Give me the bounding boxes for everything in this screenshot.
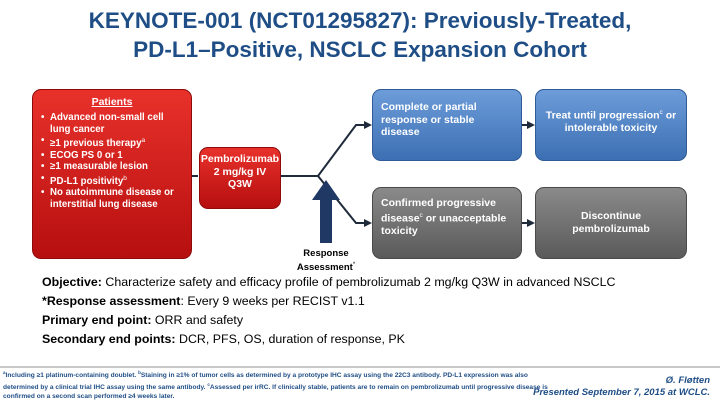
treat-text-tail: or intolerable toxicity xyxy=(564,109,677,135)
branch-to-response-arrow xyxy=(281,121,372,177)
summary-objective: Objective: Characterize safety and effic… xyxy=(42,275,616,289)
summary-primary-endpoint: Primary end point: ORR and safety xyxy=(42,313,244,327)
footer-divider xyxy=(0,366,720,368)
treat-footnote-mark: c xyxy=(659,109,663,116)
patients-box: Patients Advanced non-small cell lung ca… xyxy=(32,89,192,259)
treatment-schedule: Q3W xyxy=(228,178,252,190)
criterion-pdl1-positivity: PD-L1 positivityb xyxy=(39,173,185,188)
response-assessment-label: Response Assessment* xyxy=(286,248,366,273)
assessment-line-2: Assessment xyxy=(296,261,353,273)
study-summary: Objective: Characterize safety and effic… xyxy=(42,273,712,349)
treatment-dose: 2 mg/kg IV xyxy=(213,165,267,178)
assessment-line-1: Response xyxy=(303,248,349,259)
treat-until-progression-box: Treat until progressionc or intolerable … xyxy=(535,89,687,161)
criterion-no-autoimmune: No autoimmune disease or interstitial lu… xyxy=(39,187,185,210)
summary-secondary-endpoints: Secondary end points: DCR, PFS, OS, dura… xyxy=(42,332,405,346)
response-outcome-text: Complete or partial response or stable d… xyxy=(381,101,477,138)
response-assessment-arrow xyxy=(312,180,340,243)
patients-criteria-list: Advanced non-small cell lung cancer ≥1 p… xyxy=(39,112,185,210)
slide-title: KEYNOTE-001 (NCT01295827): Previously-Tr… xyxy=(0,6,720,64)
criterion-previous-therapy: ≥1 previous therapya xyxy=(39,135,185,150)
discontinue-box: Discontinue pembrolizumab xyxy=(535,187,687,259)
footnotes: aIncluding ≥1 platinum-containing double… xyxy=(3,370,548,400)
discontinue-text: Discontinue pembrolizumab xyxy=(572,210,650,235)
progression-text: Confirmed progressive disease xyxy=(381,197,496,224)
response-outcome-box: Complete or partial response or stable d… xyxy=(372,89,522,161)
title-line-2: PD-L1–Positive, NSCLC Expansion Cohort xyxy=(133,37,587,62)
criterion-advanced-nsclc: Advanced non-small cell lung cancer xyxy=(39,112,185,135)
presenter-credit: Ø. Fløtten Presented September 7, 2015 a… xyxy=(533,375,710,398)
criterion-ecog: ECOG PS 0 or 1 xyxy=(39,150,185,162)
progression-text-tail: or unacceptable toxicity xyxy=(381,212,507,237)
patients-header: Patients xyxy=(91,96,133,108)
author-name: Ø. Fløtten xyxy=(665,375,710,386)
treatment-drug: Pembrolizumab xyxy=(200,153,280,165)
presentation-date: Presented September 7, 2015 at WCLC. xyxy=(533,386,710,398)
treatment-box: Pembrolizumab 2 mg/kg IV Q3W xyxy=(199,147,281,209)
progression-outcome-box: Confirmed progressive diseasec or unacce… xyxy=(372,187,522,259)
treat-text: Treat until progression xyxy=(545,109,660,122)
summary-response-assessment: *Response assessment: Every 9 weeks per … xyxy=(42,294,365,308)
assessment-footnote-mark: * xyxy=(352,261,356,268)
criterion-measurable-lesion: ≥1 measurable lesion xyxy=(39,161,185,173)
title-line-1: KEYNOTE-001 (NCT01295827): Previously-Tr… xyxy=(88,8,632,33)
progression-footnote-mark: c xyxy=(419,211,423,219)
